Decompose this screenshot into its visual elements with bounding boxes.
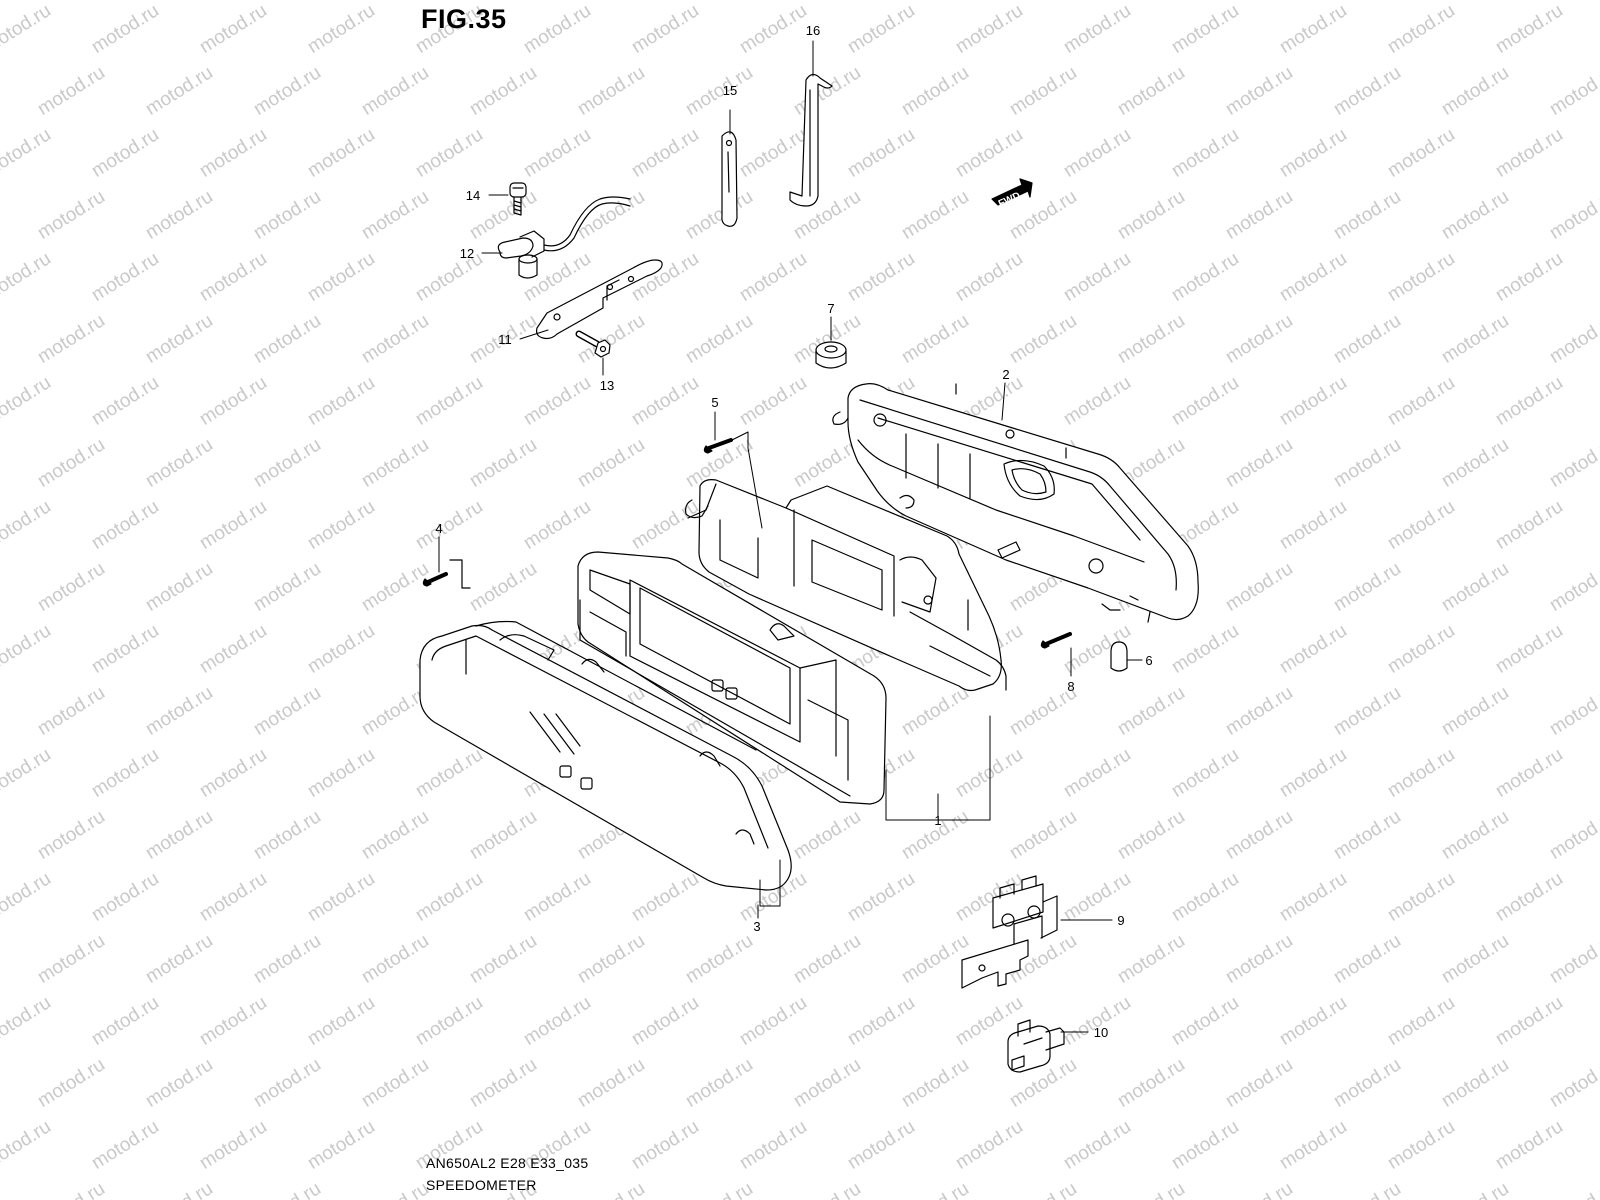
part-2-lower-case xyxy=(832,383,1199,623)
part-7-grommet xyxy=(815,341,847,369)
callout-labels: 1 2 3 4 5 6 7 8 9 10 11 12 13 14 15 16 xyxy=(435,23,1152,1040)
callout-5: 5 xyxy=(711,395,718,410)
callout-8: 8 xyxy=(1067,679,1074,694)
callout-16: 16 xyxy=(806,23,820,38)
part-15-strap xyxy=(721,131,738,227)
callout-14: 14 xyxy=(466,188,480,203)
part-6-cap xyxy=(1110,641,1128,672)
part-3-meter-lens xyxy=(419,620,792,891)
callout-12: 12 xyxy=(460,246,474,261)
callout-11: 11 xyxy=(498,332,512,347)
part-8-screw xyxy=(1040,632,1072,649)
part-16-clip xyxy=(789,73,833,207)
figure-code: AN650AL2 E28 E33_035 xyxy=(426,1155,589,1171)
callout-3: 3 xyxy=(753,919,760,934)
leader-lines xyxy=(438,40,1143,1033)
part-14-screw xyxy=(509,182,527,216)
fwd-label: FWD xyxy=(997,190,1022,210)
callout-6: 6 xyxy=(1145,653,1152,668)
callout-7: 7 xyxy=(827,301,834,316)
part-11-bracket xyxy=(536,259,663,340)
part-12-speed-sensor xyxy=(497,196,631,279)
part-1-meter-bezel xyxy=(577,551,887,805)
part-1-meter-frame xyxy=(685,479,1007,692)
figure-name: SPEEDOMETER xyxy=(426,1177,537,1193)
callout-2: 2 xyxy=(1002,367,1009,382)
part-4-screw xyxy=(422,559,471,589)
callout-1: 1 xyxy=(934,813,941,828)
part-5-screw xyxy=(703,438,733,454)
part-10-socket xyxy=(1007,1019,1065,1073)
callout-4: 4 xyxy=(435,521,442,536)
part-9-connector-bracket xyxy=(961,875,1058,989)
callout-9: 9 xyxy=(1117,913,1124,928)
fwd-arrow-icon: FWD xyxy=(991,178,1033,210)
callout-13: 13 xyxy=(600,378,614,393)
part-13-bolt xyxy=(575,330,611,358)
callout-15: 15 xyxy=(723,83,737,98)
figure-title: FIG.35 xyxy=(421,4,507,34)
callout-10: 10 xyxy=(1094,1025,1108,1040)
